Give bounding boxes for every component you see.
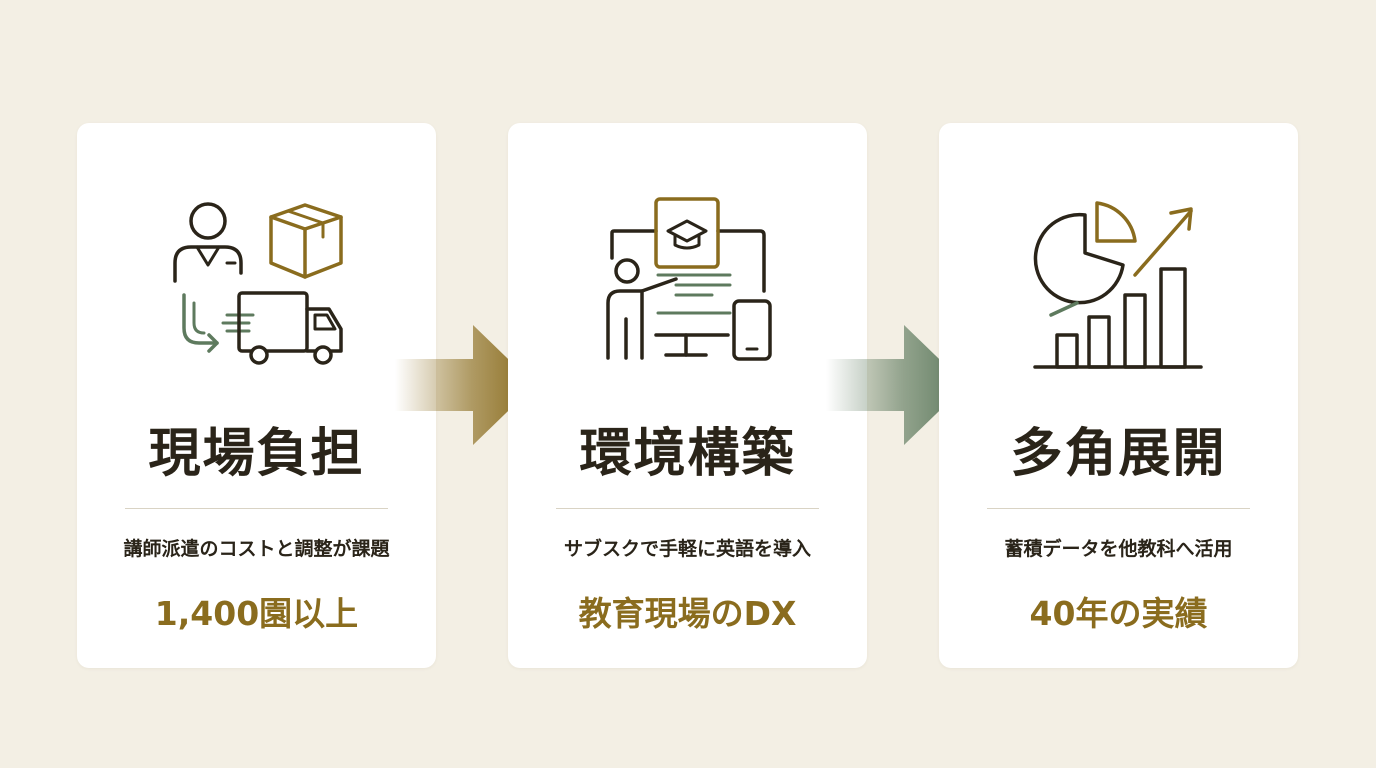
step-highlight: 40年の実績: [1029, 594, 1208, 633]
step-description: 講師派遣のコストと調整が課題: [123, 538, 390, 560]
step-title: 現場負担: [148, 423, 365, 484]
teacher-delivery-icon: [77, 123, 436, 383]
arrow-right-green-icon: [826, 325, 971, 445]
step-title: 環境構築: [579, 423, 796, 484]
step-card-2: 環境構築 サブスクで手軽に英語を導入 教育現場のDX: [508, 123, 867, 668]
step-card-1: 現場負担 講師派遣のコストと調整が課題 1,400園以上: [77, 123, 436, 668]
growth-chart-icon: [939, 123, 1298, 383]
step-title: 多角展開: [1010, 423, 1227, 484]
step-highlight: 1,400園以上: [154, 594, 359, 633]
arrow-right-gold-icon: [395, 325, 540, 445]
divider: [987, 508, 1250, 509]
step-description: サブスクで手軽に英語を導入: [563, 538, 811, 560]
divider: [125, 508, 388, 509]
step-card-3: 多角展開 蓄積データを他教科へ活用 40年の実績: [939, 123, 1298, 668]
divider: [556, 508, 819, 509]
online-education-icon: [508, 123, 867, 383]
step-highlight: 教育現場のDX: [578, 594, 797, 633]
step-description: 蓄積データを他教科へ活用: [1004, 538, 1233, 560]
